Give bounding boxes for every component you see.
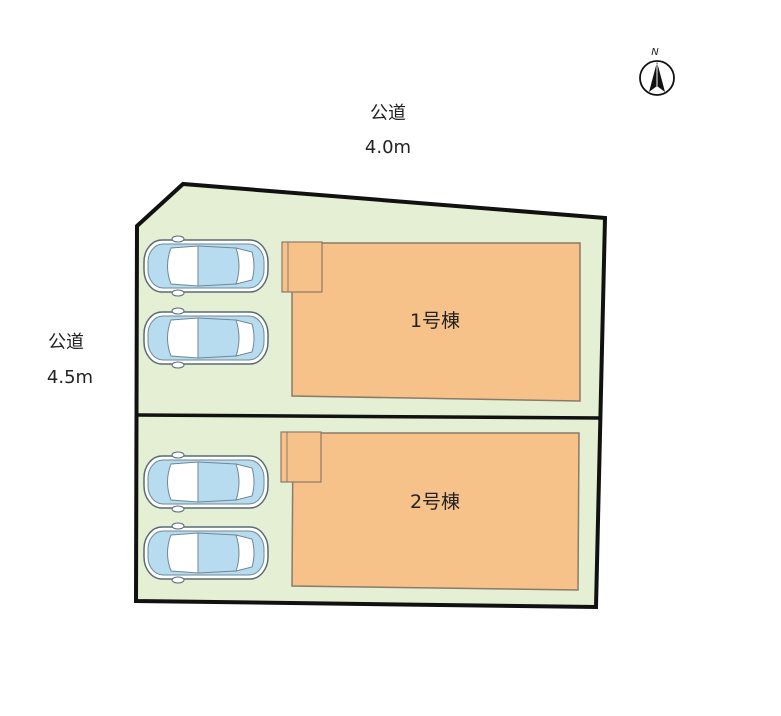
west-road-width: 4.5m <box>47 367 93 388</box>
lot-1: 1号棟 <box>136 183 606 419</box>
lot-1-building-label: 1号棟 <box>410 310 460 332</box>
lot-1-building <box>291 242 581 402</box>
lot-2-car-2 <box>143 522 269 584</box>
north-road-name: 公道 <box>370 103 406 124</box>
lot-2: 2号棟 <box>135 414 601 608</box>
north-road-width: 4.0m <box>365 137 411 158</box>
west-road-name: 公道 <box>48 332 84 353</box>
lot-divider <box>136 413 601 420</box>
site-boundary <box>133 181 608 610</box>
lot-1-car-2 <box>143 307 269 369</box>
lot-2-building-label: 2号棟 <box>410 491 460 513</box>
lot-1-car-1 <box>143 235 269 297</box>
compass-label: N <box>651 47 659 58</box>
compass: N <box>639 47 675 96</box>
lot-2-building <box>291 432 580 591</box>
lot-1-porch <box>281 241 323 293</box>
lot-2-porch <box>280 431 322 483</box>
lot-2-car-1 <box>143 451 269 513</box>
